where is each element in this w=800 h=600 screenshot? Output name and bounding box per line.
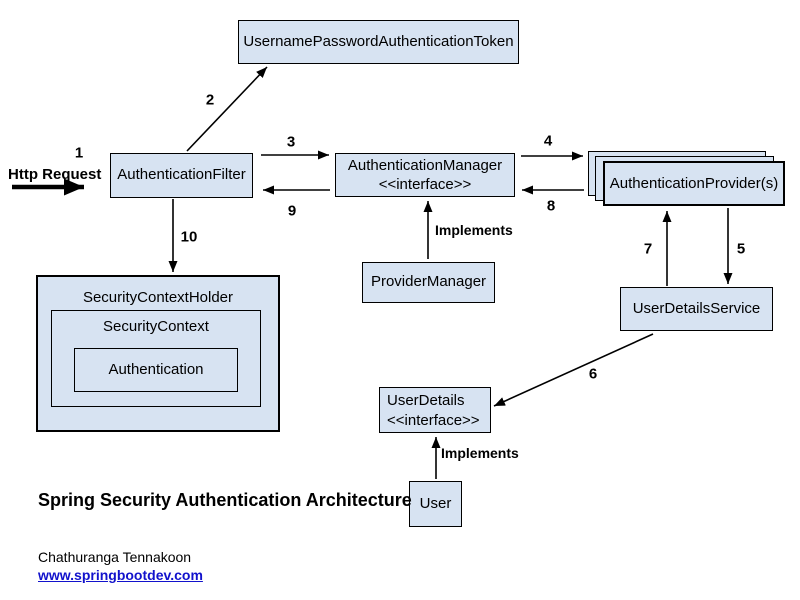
step-number-5: 5 [736,240,746,258]
authentication-manager-label: AuthenticationManager [347,157,503,174]
http-request-label: Http Request [8,166,102,183]
node-security-context: SecurityContext Authentication [51,310,261,407]
node-user-details-service: UserDetailsService [620,287,773,331]
node-user-details: UserDetails <<interface>> [379,387,491,433]
user-details-stereotype: <<interface>> [387,412,480,429]
step-number-10: 10 [180,228,198,246]
node-authentication-manager: AuthenticationManager <<interface>> [335,153,515,197]
step-number-3: 3 [286,133,296,151]
step-number-1: 1 [74,144,84,162]
user-details-label: UserDetails [387,392,465,409]
step-number-4: 4 [543,132,553,150]
step-number-9: 9 [287,202,297,220]
node-authentication-providers: AuthenticationProvider(s) [603,161,785,206]
node-authentication: Authentication [74,348,238,392]
node-security-context-holder: SecurityContextHolder SecurityContext Au… [36,275,280,432]
step-number-8: 8 [546,197,556,215]
author-name: Chathuranga Tennakoon [38,549,192,565]
step-number-6: 6 [588,365,598,383]
node-user: User [409,481,462,527]
diagram-title-line2: Authentication Architecture [175,490,412,510]
security-context-holder-label: SecurityContextHolder [82,289,234,306]
diagram-title: Spring Security Authentication Architect… [38,489,412,512]
arrow-step-2-create-token [186,66,268,152]
node-provider-manager: ProviderManager [362,262,495,303]
website-link[interactable]: www.springbootdev.com [38,567,203,583]
implements-label-user: Implements [441,445,519,461]
step-number-2: 2 [205,91,215,109]
step-number-7: 7 [643,240,653,258]
node-authentication-providers-stack: AuthenticationProvider(s) [588,151,788,209]
arrow-step-6-uds-to-userdetails [493,333,654,407]
security-context-label: SecurityContext [103,318,209,335]
node-authentication-filter: AuthenticationFilter [110,153,253,198]
implements-label-provider-manager: Implements [435,222,513,238]
diagram-title-line1: Spring Security [38,490,172,510]
authentication-manager-stereotype: <<interface>> [378,176,472,193]
node-username-password-authentication-token: UsernamePasswordAuthenticationToken [238,20,519,64]
